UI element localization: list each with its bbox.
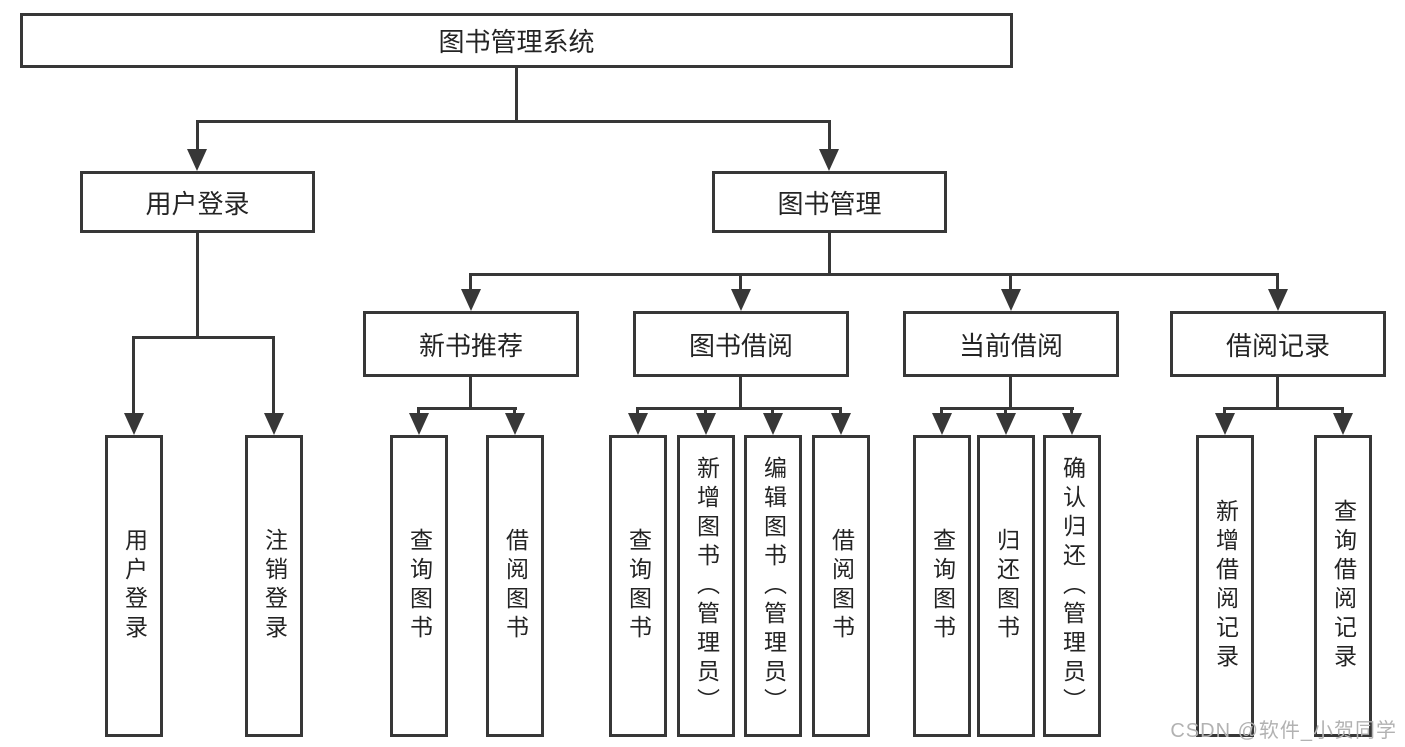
connector-drop-leaf [1223, 407, 1226, 413]
connector-mgmt-stem [828, 233, 831, 276]
connector-stem-current-borrow [1009, 377, 1012, 410]
connector-drop-leaf [1070, 407, 1073, 413]
arrow-down-icon [1062, 413, 1082, 435]
connector-drop-leaf [1004, 407, 1007, 413]
arrow-down-icon [1001, 289, 1021, 311]
node-book-borrowing: 图书借阅 [633, 311, 849, 377]
node-borrow-books-borrowing: 借阅图书 [812, 435, 870, 737]
arrow-down-icon [505, 413, 525, 435]
arrow-down-icon [819, 149, 839, 171]
connector-rail-current-borrow [940, 407, 1074, 410]
connector-root-stem [515, 68, 518, 123]
node-query-books-recommend: 查询图书 [390, 435, 448, 737]
arrow-down-icon [409, 413, 429, 435]
node-add-books-admin: 新增图书（管理员） [677, 435, 735, 737]
node-query-books-current: 查询图书 [913, 435, 971, 737]
connector-stem-borrow-records [1276, 377, 1279, 410]
connector-drop-logout [272, 336, 275, 413]
connector-rail-borrow-records [1223, 407, 1344, 410]
connector-drop-leaf [636, 407, 639, 413]
node-borrow-books-recommend: 借阅图书 [486, 435, 544, 737]
arrow-down-icon [731, 289, 751, 311]
connector-user-rail [132, 336, 275, 339]
node-return-books: 归还图书 [977, 435, 1035, 737]
arrow-down-icon [996, 413, 1016, 435]
arrow-down-icon [187, 149, 207, 171]
connector-drop-leaf [417, 407, 420, 413]
node-query-borrow-record: 查询借阅记录 [1314, 435, 1372, 737]
node-query-books-borrowing: 查询图书 [609, 435, 667, 737]
connector-drop-leaf [513, 407, 516, 413]
connector-drop-book-borrow [739, 273, 742, 289]
node-user-login: 用户登录 [80, 171, 315, 233]
node-edit-books-admin: 编辑图书（管理员） [744, 435, 802, 737]
arrow-down-icon [831, 413, 851, 435]
node-add-borrow-record: 新增借阅记录 [1196, 435, 1254, 737]
node-book-management: 图书管理 [712, 171, 947, 233]
connector-drop-leaf [1341, 407, 1344, 413]
arrow-down-icon [628, 413, 648, 435]
connector-drop-new-books [469, 273, 472, 289]
arrow-down-icon [1215, 413, 1235, 435]
arrow-down-icon [1268, 289, 1288, 311]
arrow-down-icon [124, 413, 144, 435]
node-borrowing-records: 借阅记录 [1170, 311, 1386, 377]
node-login: 用户登录 [105, 435, 163, 737]
connector-drop-current-borrow [1009, 273, 1012, 289]
node-library-management-system: 图书管理系统 [20, 13, 1013, 68]
node-confirm-return-admin: 确认归还（管理员） [1043, 435, 1101, 737]
node-logout: 注销登录 [245, 435, 303, 737]
connector-stem-book-borrow [739, 377, 742, 410]
connector-drop-book-management [828, 120, 831, 149]
arrow-down-icon [264, 413, 284, 435]
connector-drop-borrow-records [1276, 273, 1279, 289]
connector-root-rail [196, 120, 831, 123]
connector-user-stem [196, 233, 199, 339]
connector-drop-leaf [940, 407, 943, 413]
connector-mgmt-rail [469, 273, 1279, 276]
connector-drop-leaf [771, 407, 774, 413]
csdn-watermark: CSDN @软件_小贺同学 [1170, 720, 1397, 742]
connector-stem-new-books [469, 377, 472, 410]
connector-rail-new-books [417, 407, 517, 410]
connector-drop-login [132, 336, 135, 413]
arrow-down-icon [1333, 413, 1353, 435]
arrow-down-icon [763, 413, 783, 435]
node-current-borrowing: 当前借阅 [903, 311, 1119, 377]
connector-rail-book-borrow [636, 407, 842, 410]
node-new-book-recommendation: 新书推荐 [363, 311, 579, 377]
connector-drop-leaf [704, 407, 707, 413]
connector-drop-user-login [196, 120, 199, 149]
arrow-down-icon [461, 289, 481, 311]
arrow-down-icon [932, 413, 952, 435]
arrow-down-icon [696, 413, 716, 435]
connector-drop-leaf [839, 407, 842, 413]
